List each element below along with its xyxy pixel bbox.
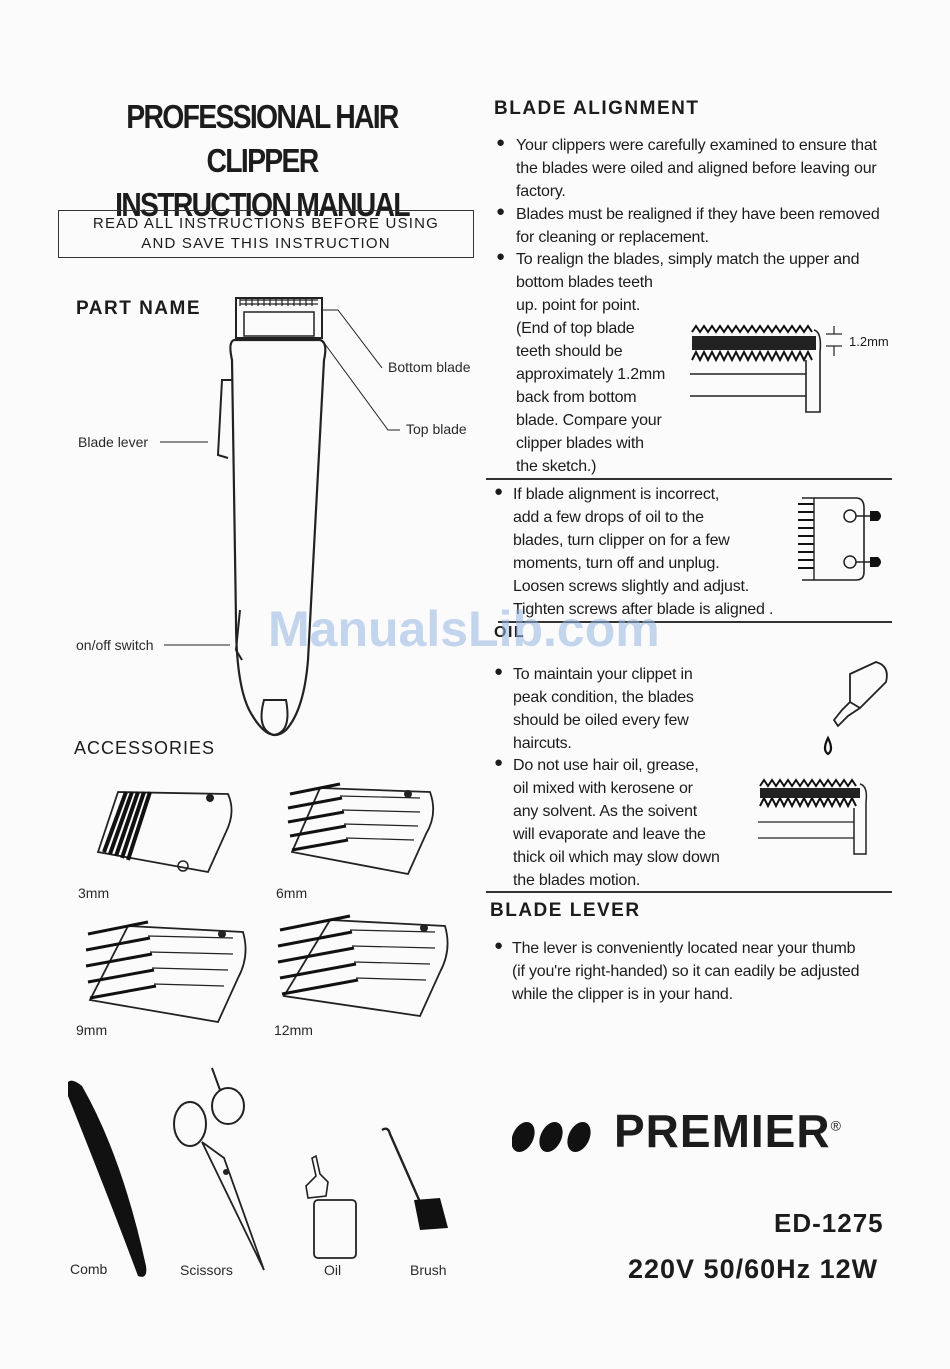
guide-comb-12mm xyxy=(277,914,449,1017)
title-line-1: PROFESSIONAL HAIR CLIPPER xyxy=(126,98,399,179)
bullet-dot: ● xyxy=(496,134,506,151)
clipper-switch xyxy=(234,609,243,661)
notice-line-1: READ ALL INSTRUCTIONS BEFORE USING xyxy=(92,215,440,232)
alignment-para-1: Your clippers were carefully examined to… xyxy=(516,137,877,200)
guide-comb-9mm xyxy=(85,920,247,1024)
alignment-para-3: bottom blades teeth up. point for point.… xyxy=(516,274,666,475)
guide-label-3mm: 3mm xyxy=(78,885,110,901)
guide-label-9mm: 9mm xyxy=(76,1022,108,1038)
label-bottom-blade: Bottom blade xyxy=(388,359,471,375)
alignment-para-2: Blades must be realigned if they have be… xyxy=(516,206,880,246)
item-label-comb: Comb xyxy=(70,1261,108,1277)
notice-line-2: AND SAVE THIS INSTRUCTION xyxy=(141,235,391,252)
label-onoff-switch: on/off switch xyxy=(76,637,154,653)
blade-lever-heading: BLADE LEVER xyxy=(490,900,641,921)
clipper-lever xyxy=(216,379,232,459)
manual-title: PROFESSIONAL HAIR CLIPPER INSTRUCTION MA… xyxy=(90,95,434,227)
blade-alignment-heading: BLADE ALIGNMENT xyxy=(494,98,700,119)
item-label-brush: Brush xyxy=(410,1262,447,1278)
guide-comb-6mm xyxy=(287,782,435,876)
clipper-blade xyxy=(235,297,323,339)
divider xyxy=(486,891,892,893)
oil-bottle-illustration xyxy=(305,1154,357,1259)
blade-alignment-sketch xyxy=(690,324,842,413)
guide-comb-3mm xyxy=(96,791,233,874)
guide-label-6mm: 6mm xyxy=(276,885,308,901)
label-blade-lever: Blade lever xyxy=(78,434,149,450)
brand-dots-logo xyxy=(512,1122,591,1152)
bullet-dot: ● xyxy=(494,937,504,954)
label-top-blade: Top blade xyxy=(406,421,467,437)
title-line-2: INSTRUCTION MANUAL xyxy=(115,186,411,223)
oil-heading: OIL xyxy=(494,624,526,641)
measure-label: 1.2mm xyxy=(849,334,889,349)
oil-para-2: Do not use hair oil, grease, oil mixed w… xyxy=(513,757,720,889)
brush-illustration xyxy=(381,1127,448,1230)
oil-drop-sketch xyxy=(823,661,888,756)
scissors-illustration xyxy=(173,1067,265,1271)
divider xyxy=(498,621,892,623)
part-leader-lines xyxy=(160,309,400,646)
guide-label-12mm: 12mm xyxy=(274,1022,313,1038)
accessories-heading: ACCESSORIES xyxy=(74,738,216,758)
power-spec: 220V 50/60Hz 12W xyxy=(628,1254,879,1284)
bullet-dot: ● xyxy=(494,483,504,500)
alignment-para-4: If blade alignment is incorrect, add a f… xyxy=(513,486,774,618)
read-instructions-notice: READ ALL INSTRUCTIONS BEFORE USING AND S… xyxy=(58,210,474,258)
blade-lever-para: The lever is conveniently located near y… xyxy=(512,940,860,1003)
item-label-oil: Oil xyxy=(324,1262,342,1278)
divider xyxy=(486,478,892,480)
bullet-dot: ● xyxy=(496,203,506,220)
model-number: ED-1275 xyxy=(774,1208,884,1238)
brand-name: PREMIER® xyxy=(614,1105,842,1157)
clipper-illustration xyxy=(216,297,327,737)
item-label-scissors: Scissors xyxy=(180,1262,233,1278)
blade-oil-sketch xyxy=(758,778,868,855)
oil-para-1: To maintain your clippet in peak conditi… xyxy=(513,666,694,752)
clipper-hang-loop xyxy=(260,699,289,737)
bullet-dot: ● xyxy=(494,663,504,680)
blade-screw-sketch xyxy=(798,497,881,581)
bullet-dot: ● xyxy=(494,754,504,771)
registered-mark: ® xyxy=(830,1117,842,1134)
watermark-text: ManualsLib.com xyxy=(268,601,660,657)
part-name-heading: PART NAME xyxy=(76,298,202,319)
bullet-dot: ● xyxy=(496,248,506,265)
alignment-para-3-first-line: To realign the blades, simply match the … xyxy=(516,251,860,268)
comb-illustration xyxy=(68,1080,147,1277)
